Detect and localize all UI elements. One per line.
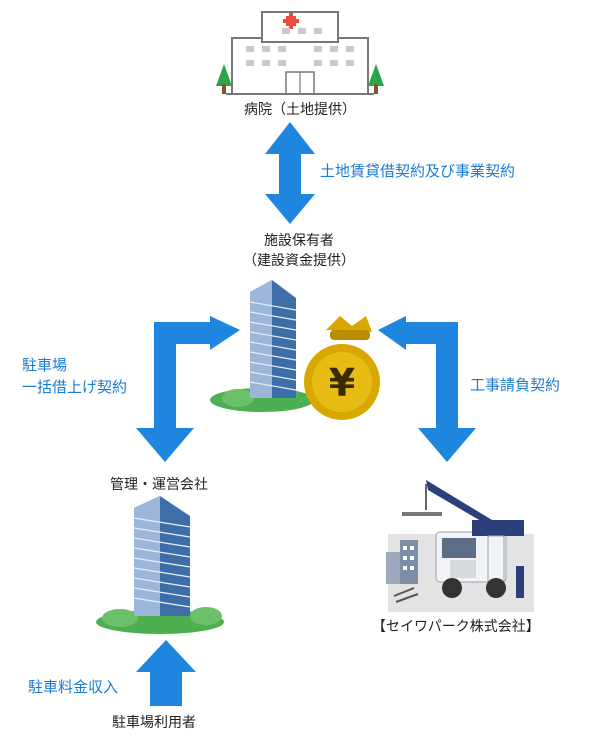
parking-lease-label: 駐車場	[22, 356, 68, 374]
hospital-icon	[226, 11, 374, 95]
management-building-icon	[96, 496, 224, 634]
management-label: 管理・運営会社	[110, 477, 208, 493]
owner-building-icon	[210, 280, 314, 412]
parking-lease-sublabel: 一括借上げ契約	[22, 378, 128, 396]
construction-contract-label: 工事請負契約	[470, 376, 561, 394]
parking-fee-arrow	[136, 640, 196, 706]
yen-money-bag-icon: ¥	[304, 316, 380, 420]
owner-sublabel: （建設資金提供）	[243, 253, 355, 269]
parking-fee-label: 駐車料金収入	[28, 678, 119, 696]
owner-label: 施設保有者	[264, 233, 334, 249]
parking-lease-arrow	[136, 316, 240, 462]
tree-icon	[216, 64, 232, 94]
construction-contract-arrow	[378, 316, 476, 462]
hospital-label: 病院（土地提供）	[244, 102, 356, 118]
users-label: 駐車場利用者	[112, 715, 196, 731]
yen-symbol: ¥	[329, 361, 355, 405]
land-lease-contract-label: 土地賃貸借契約及び事業契約	[320, 162, 516, 180]
tree-icon	[368, 64, 384, 94]
contractor-label: 【セイワパーク株式会社】	[372, 619, 540, 635]
construction-truck-icon	[386, 480, 534, 612]
land-lease-double-arrow	[265, 122, 315, 224]
